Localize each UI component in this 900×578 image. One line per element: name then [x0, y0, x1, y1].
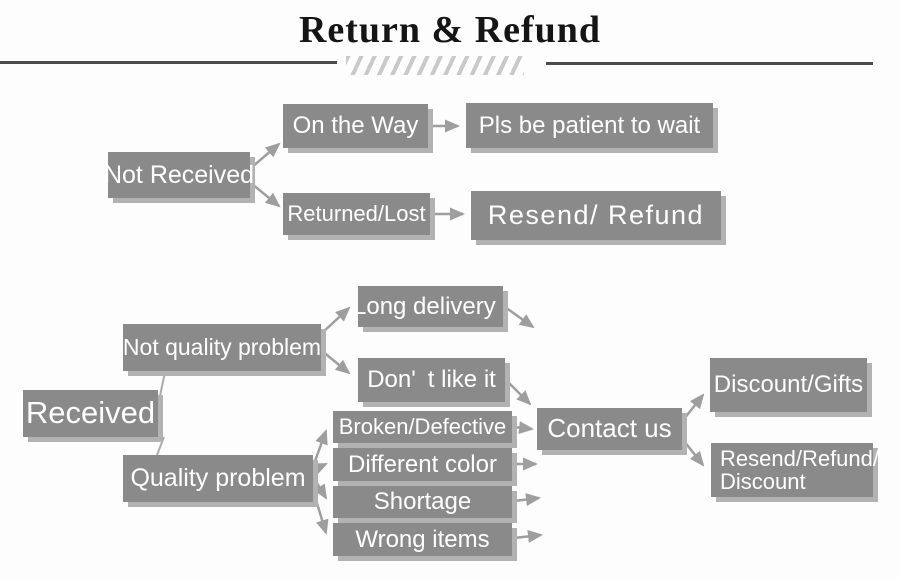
node-discount-gifts: Discount/Gifts — [710, 358, 867, 412]
node-shortage: Shortage — [333, 486, 512, 518]
node-resend-refund-discount-line1: Resend/Refund/ — [720, 445, 879, 471]
arrow-dont-like-to-contact-us — [506, 380, 532, 406]
node-quality-problem: Quality problem — [123, 455, 313, 502]
arrow-not-quality-to-long-delivery — [321, 306, 351, 334]
node-dont-like-it: Don' t like it — [358, 358, 505, 402]
node-returned-lost: Returned/Lost — [283, 193, 430, 235]
arrow-not-received-to-returned-lost — [251, 183, 281, 208]
arrow-wrong-items-out — [513, 529, 543, 543]
node-resend-refund-discount: Resend/Refund/ Discount — [711, 443, 879, 497]
page-title: Return & Refund — [298, 9, 602, 51]
arrow-broken-to-contact-us — [513, 421, 534, 435]
node-on-the-way: On the Way — [283, 104, 428, 148]
connector-received-to-not-quality — [159, 371, 166, 397]
title-rule-left — [0, 61, 337, 64]
node-wrong-items: Wrong items — [333, 523, 512, 556]
node-resend-refund: Resend/ Refund — [471, 191, 721, 240]
node-not-received: Not Received — [104, 152, 254, 198]
node-different-color: Different color — [333, 448, 512, 481]
arrow-quality-to-different-color — [311, 462, 328, 476]
node-pls-be-patient: Pls be patient to wait — [466, 103, 713, 148]
hatch-decoration — [346, 56, 524, 75]
arrow-contact-us-to-discount-gifts — [683, 393, 705, 420]
arrow-not-quality-to-dont-like — [321, 350, 351, 375]
arrow-shortage-out — [513, 493, 541, 507]
node-long-delivery: Long delivery — [358, 286, 503, 327]
arrow-long-delivery-out — [504, 305, 535, 329]
arrow-contact-us-to-resend-refund-discount — [683, 440, 705, 467]
arrow-quality-to-wrong-items — [311, 489, 329, 535]
arrow-quality-to-broken — [313, 429, 328, 462]
node-broken-defective: Broken/Defective — [333, 411, 512, 443]
node-contact-us: Contact us — [537, 408, 682, 450]
node-received: Received — [23, 390, 158, 437]
title-rule-right — [546, 62, 873, 65]
arrow-quality-to-shortage — [313, 479, 328, 500]
node-not-quality-problem: Not quality problem — [123, 324, 321, 371]
arrow-not-received-to-on-the-way — [251, 142, 281, 168]
node-resend-refund-discount-line2: Discount — [720, 469, 806, 494]
connector-received-to-quality — [156, 436, 165, 456]
